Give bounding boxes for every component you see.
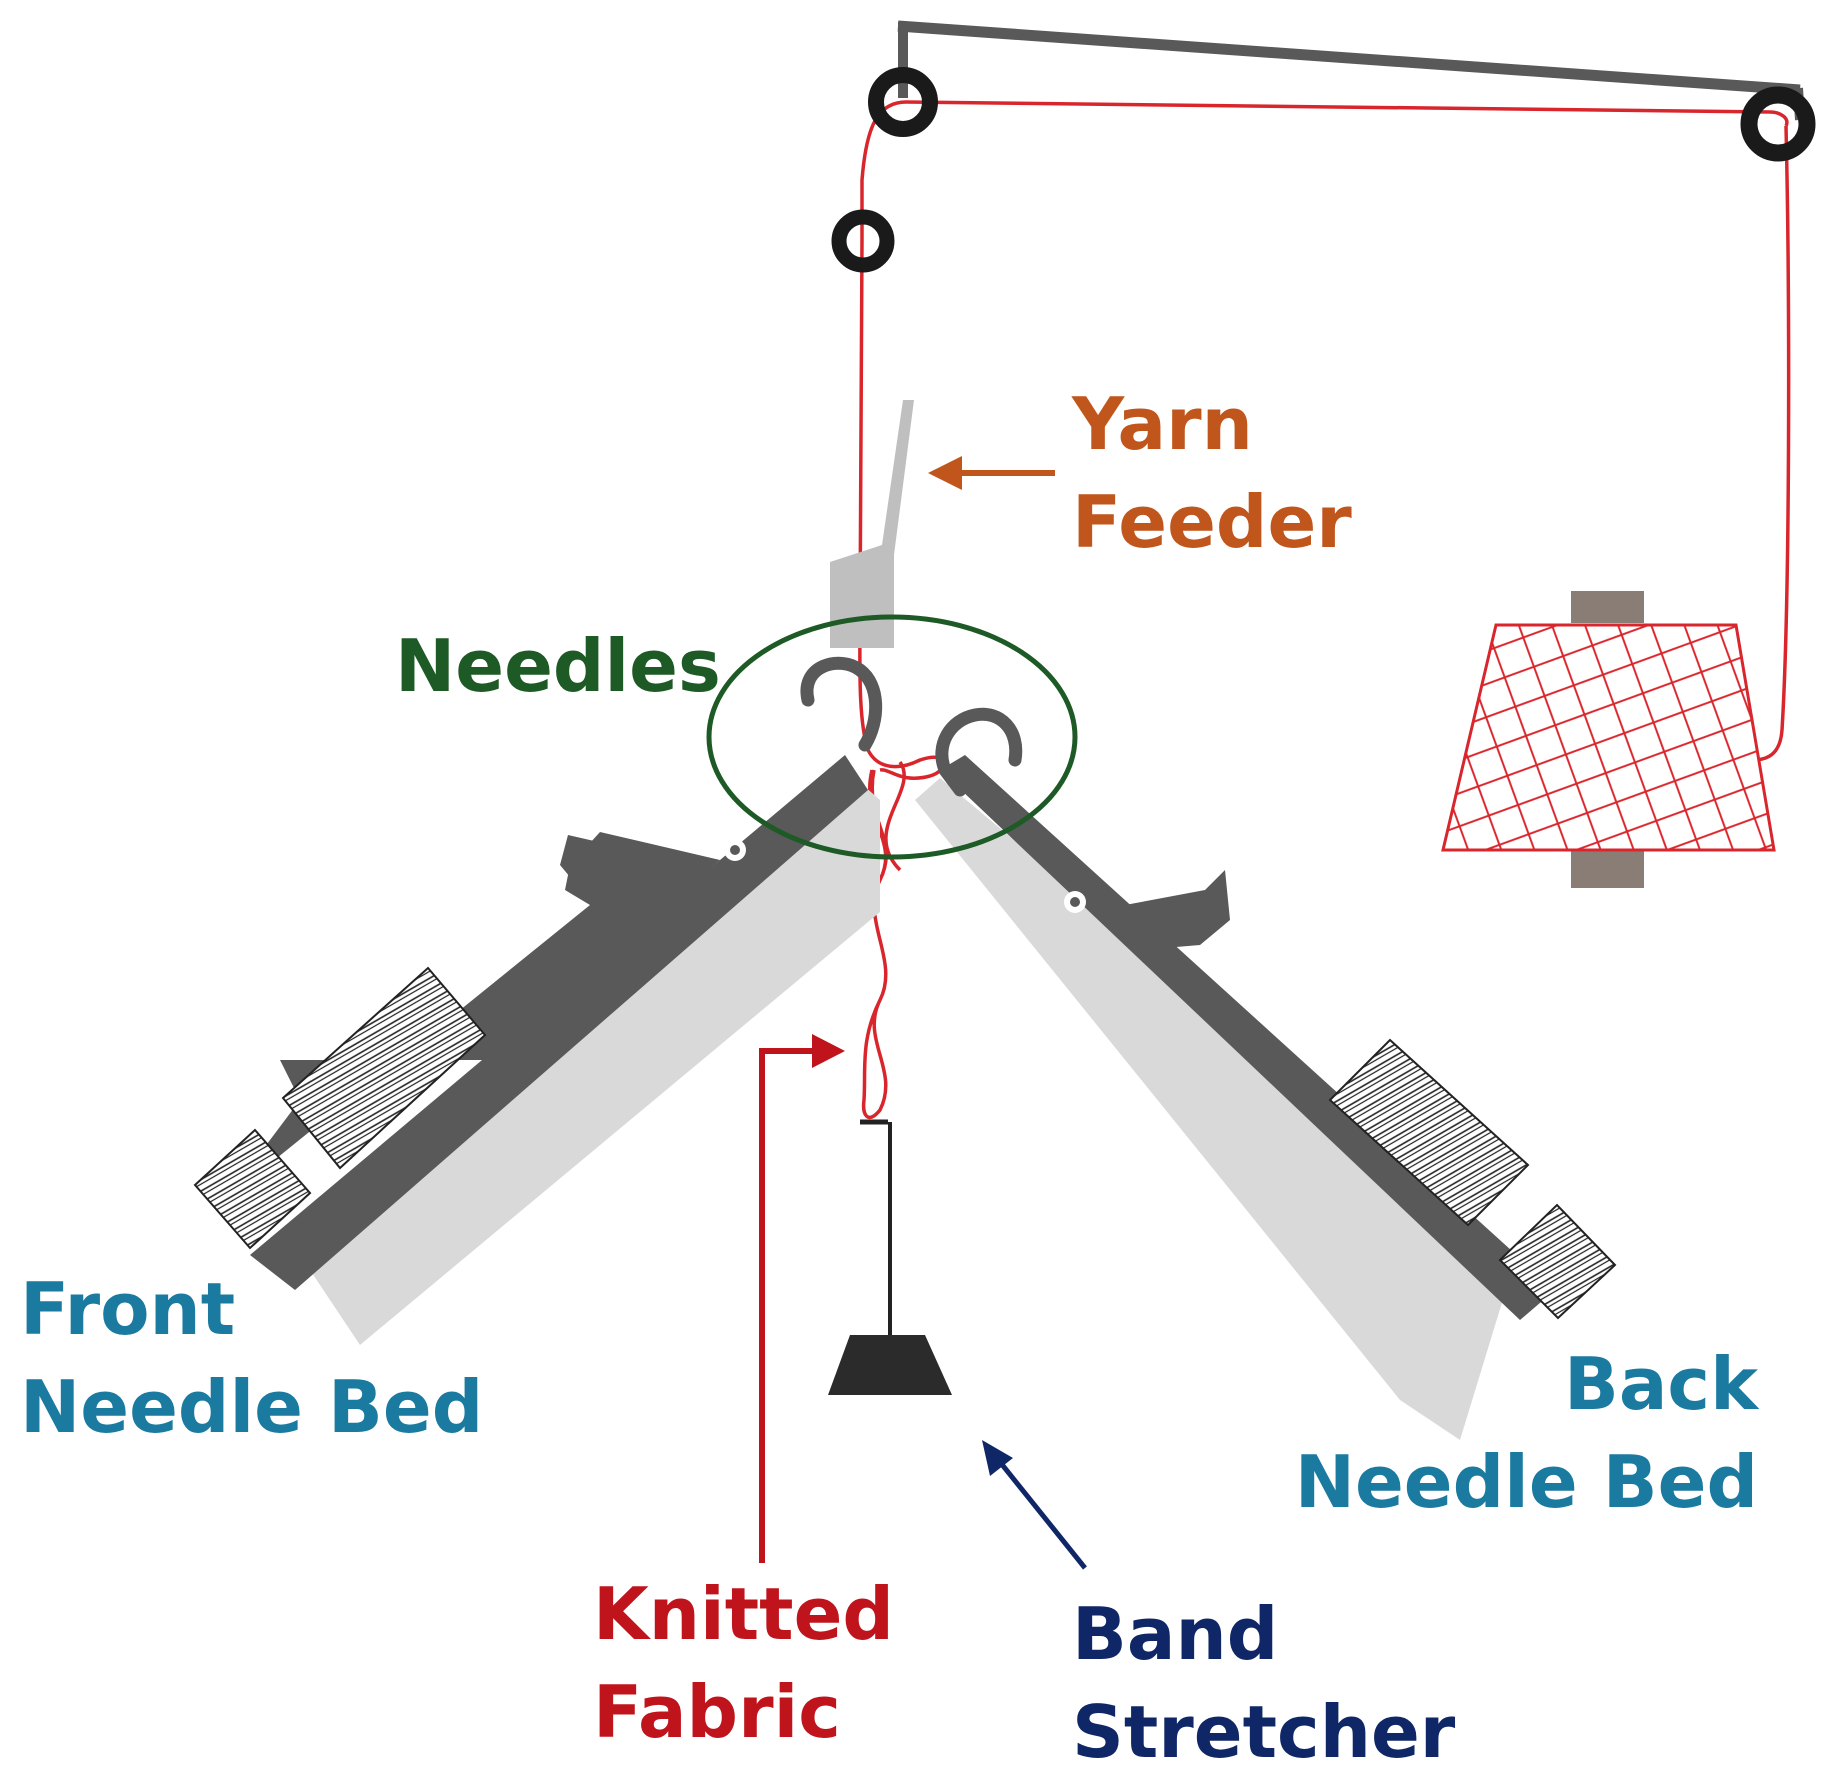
front-needle-bed-label: Front Needle Bed bbox=[20, 1260, 483, 1456]
knitted-fabric-label: Knitted Fabric bbox=[593, 1565, 894, 1761]
yarn-path bbox=[858, 100, 1791, 1120]
back-needle-bed-label: Back Needle Bed bbox=[1295, 1335, 1758, 1531]
yarn-feeder-label: Yarn Feeder bbox=[1072, 375, 1352, 571]
front-needle-bed-label-line1: Front bbox=[20, 1267, 236, 1351]
yarn-feeder-arrow bbox=[928, 456, 1055, 490]
yarn-feeder-label-line2: Feeder bbox=[1072, 480, 1352, 564]
yarn-feeder-label-line1: Yarn bbox=[1072, 382, 1253, 466]
needles-label-line1: Needles bbox=[395, 624, 721, 708]
knitted-fabric-label-line1: Knitted bbox=[593, 1572, 894, 1656]
yarn-cone-spool bbox=[1441, 591, 1776, 888]
band-stretcher-label: Band Stretcher bbox=[1072, 1585, 1455, 1781]
band-stretcher-label-line2: Stretcher bbox=[1072, 1690, 1456, 1774]
band-stretcher-arrow bbox=[982, 1440, 1087, 1570]
knitted-fabric-arrow bbox=[759, 1034, 845, 1563]
needles-label: Needles bbox=[395, 617, 721, 715]
front-needle-bed-label-line2: Needle Bed bbox=[20, 1365, 484, 1449]
yarn-guide-ring-lower bbox=[831, 209, 895, 273]
yarn-guide-ring-right bbox=[1740, 86, 1816, 162]
back-needle-bed bbox=[915, 755, 1617, 1440]
back-needle bbox=[935, 707, 1023, 797]
yarn-feeder bbox=[830, 400, 914, 648]
knitted-fabric-label-line2: Fabric bbox=[593, 1670, 841, 1754]
back-needle-bed-label-line2: Needle Bed bbox=[1294, 1440, 1758, 1524]
front-needle-bed bbox=[193, 755, 880, 1345]
band-stretcher-label-line1: Band bbox=[1072, 1592, 1279, 1676]
band-stretcher bbox=[828, 1119, 952, 1395]
yarn-guide-frame bbox=[897, 20, 1805, 121]
back-needle-bed-label-line1: Back bbox=[1563, 1342, 1758, 1426]
front-needle bbox=[800, 656, 883, 752]
needles-highlight-ellipse bbox=[706, 614, 1078, 860]
yarn-guide-ring-top bbox=[868, 67, 938, 137]
